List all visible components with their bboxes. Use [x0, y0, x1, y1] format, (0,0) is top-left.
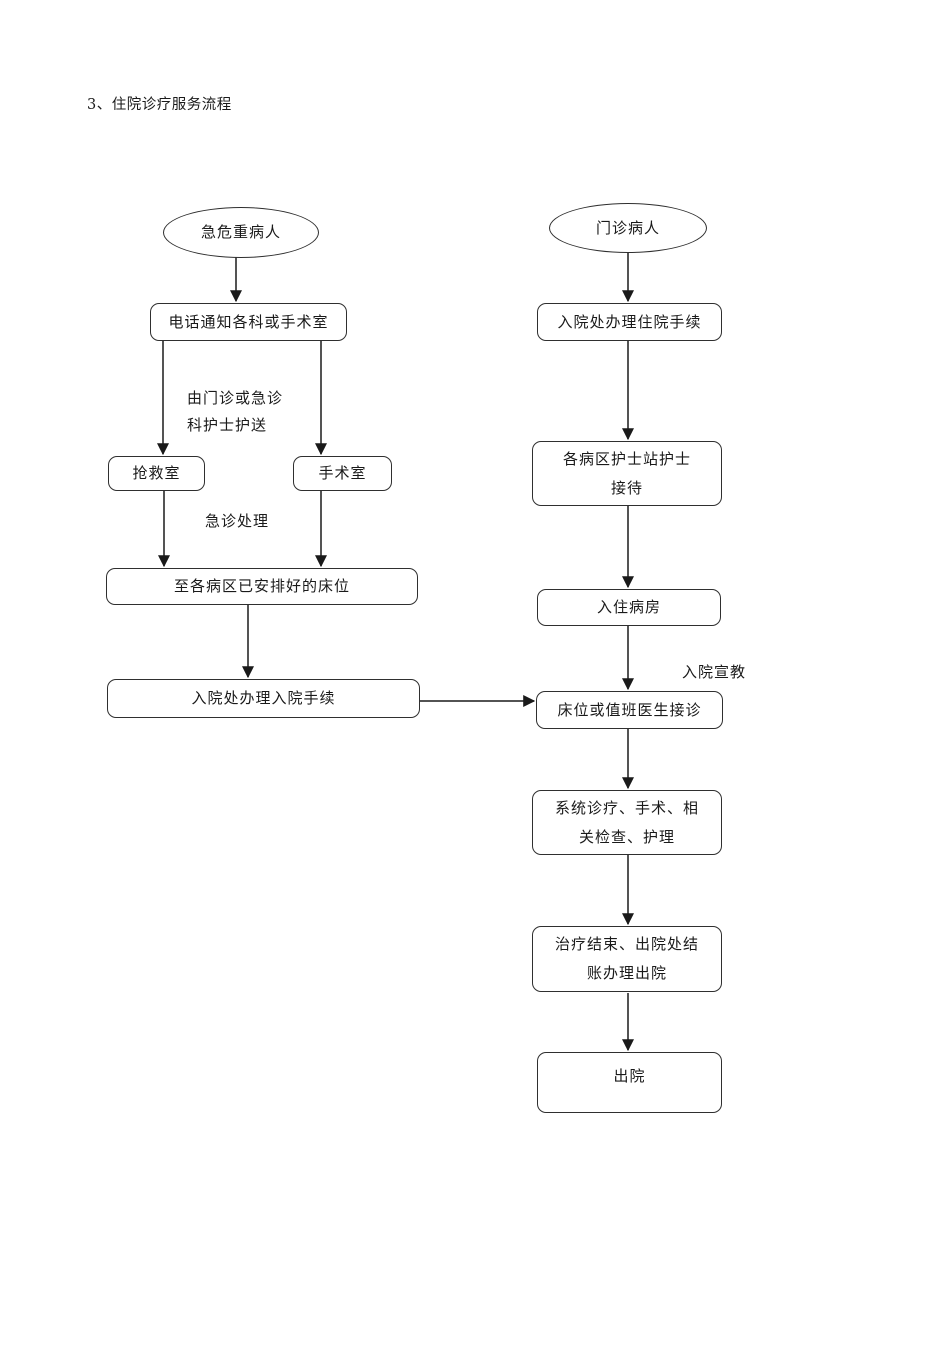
step-operating-room: 手术室: [293, 456, 392, 491]
start-critical-patient: 急危重病人: [163, 207, 319, 258]
start-critical-patient-label: 急危重病人: [200, 223, 281, 241]
step-discharge: 出院: [537, 1052, 722, 1113]
step-rescue-room-label: 抢救室: [132, 464, 181, 482]
step-ward-nurse-reception: 各病区护士站护士 接待: [532, 441, 722, 506]
start-outpatient: 门诊病人: [549, 203, 707, 253]
step-admission-office: 入院处办理住院手续: [537, 303, 722, 341]
step-systematic-treatment-line2: 关检查、护理: [578, 827, 675, 846]
step-admission-office-label: 入院处办理住院手续: [557, 312, 702, 331]
escort-note-line1: 由门诊或急诊: [187, 389, 284, 407]
step-rescue-room: 抢救室: [108, 456, 205, 491]
page-title: 3、住院诊疗服务流程: [87, 97, 232, 113]
start-outpatient-label: 门诊病人: [595, 218, 660, 237]
step-ward-nurse-reception-line2: 接待: [610, 478, 643, 497]
step-discharge-label: 出院: [613, 1067, 646, 1085]
step-ward-nurse-reception-line1: 各病区护士站护士: [562, 449, 691, 468]
step-systematic-treatment: 系统诊疗、手术、相 关检查、护理: [532, 790, 722, 855]
step-check-in-ward-label: 入住病房: [596, 598, 661, 616]
step-arranged-bed-label: 至各病区已安排好的床位: [173, 577, 350, 595]
step-doctor-reception: 床位或值班医生接诊: [536, 691, 723, 729]
step-doctor-reception-label: 床位或值班医生接诊: [557, 700, 702, 719]
step-admission-procedures-label: 入院处办理入院手续: [191, 689, 336, 707]
step-phone-notify: 电话通知各科或手术室: [150, 303, 347, 341]
step-phone-notify-label: 电话通知各科或手术室: [168, 312, 329, 331]
emergency-handling-note-label: 急诊处理: [205, 512, 270, 530]
step-settlement-discharge-line2: 账办理出院: [586, 964, 667, 982]
admission-education-note: 入院宣教: [682, 659, 746, 686]
step-settlement-discharge-line1: 治疗结束、出院处结: [554, 935, 699, 953]
step-admission-procedures: 入院处办理入院手续: [107, 679, 420, 718]
step-operating-room-label: 手术室: [318, 464, 367, 482]
step-check-in-ward: 入住病房: [537, 589, 721, 626]
step-arranged-bed: 至各病区已安排好的床位: [106, 568, 418, 605]
emergency-handling-note: 急诊处理: [205, 508, 269, 535]
admission-education-note-label: 入院宣教: [682, 663, 747, 681]
step-settlement-discharge: 治疗结束、出院处结 账办理出院: [532, 926, 722, 992]
escort-note-line2: 科护士护送: [187, 416, 268, 434]
escort-note: 由门诊或急诊 科护士护送: [187, 385, 283, 439]
step-systematic-treatment-line1: 系统诊疗、手术、相: [554, 798, 699, 817]
